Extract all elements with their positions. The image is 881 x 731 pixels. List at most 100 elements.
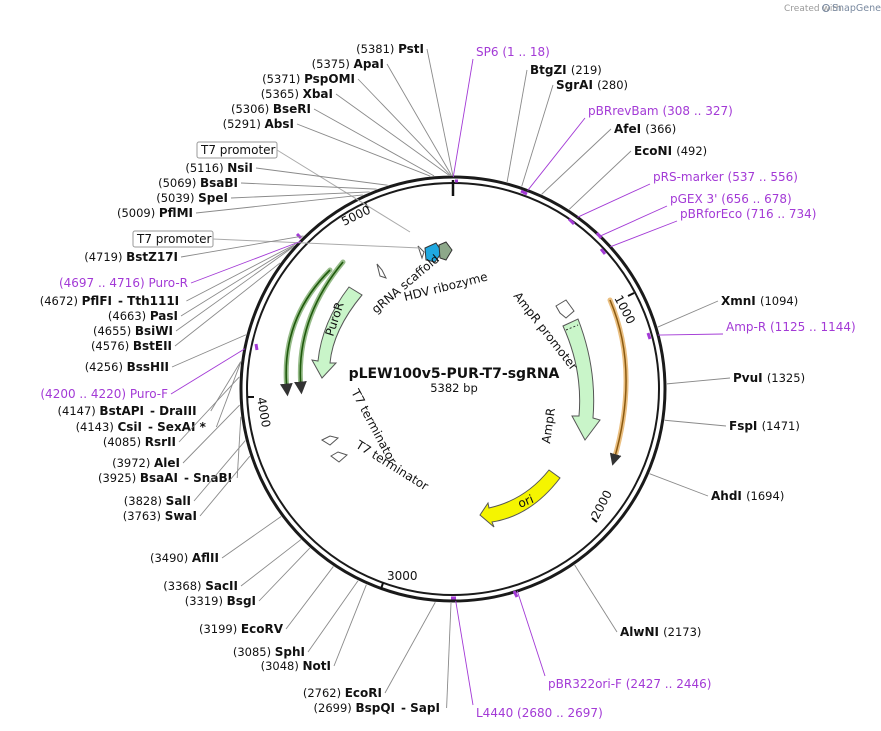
tick-label-3000: 3000 <box>387 569 418 583</box>
enzyme-site-pspomi[interactable]: (5371) PspOMI <box>262 72 451 176</box>
primer-amp-r[interactable]: Amp-R (1125 .. 1144) <box>658 320 856 336</box>
enzyme-site-rsrii[interactable]: (4085) RsrII <box>103 376 240 449</box>
primer-name: pBRrevBam <box>588 104 662 118</box>
enzyme-site-leader <box>506 69 528 183</box>
enzyme-site-afei[interactable]: AfeI (366) <box>541 122 677 195</box>
enzyme-site-bsaai[interactable]: (3925) BsaAI- SnaBI <box>98 416 242 485</box>
enzyme-site-label: (5371) PspOMI <box>262 72 355 86</box>
enzyme-site-alei[interactable]: (3972) AleI <box>112 404 240 470</box>
enzyme-site-leader <box>258 547 311 602</box>
enzyme-site-name: AlwNI <box>620 625 663 639</box>
puror-arrow <box>311 286 363 379</box>
orf-arc-puro-2 <box>279 269 331 397</box>
ampr-promoter-arrow <box>555 299 575 319</box>
enzyme-site-aflii[interactable]: (3490) AflII <box>150 516 282 565</box>
enzyme-site-bstz17i[interactable]: (4719) BstZ17I <box>84 235 304 264</box>
orf-arcs <box>279 259 629 466</box>
primer-prs-marker[interactable]: pRS-marker (537 .. 556) <box>577 170 798 218</box>
enzyme-site-pasi[interactable]: (4663) PasI <box>108 245 294 323</box>
enzyme-site-absi[interactable]: (5291) AbsI <box>223 117 431 177</box>
enzyme-site-extra: - SexAI * <box>148 420 207 434</box>
enzyme-site-bsiwi[interactable]: (4655) BsiWI <box>93 247 293 338</box>
enzyme-site-name: SpeI <box>198 191 228 205</box>
enzyme-site-leader <box>182 404 240 464</box>
enzyme-site-sacii[interactable]: (3368) SacII <box>163 539 302 593</box>
primer-label: pBRforEco (716 .. 734) <box>680 207 816 221</box>
credit-text: Created with <box>784 4 842 14</box>
enzyme-site-name: SgrAI <box>556 78 597 92</box>
enzyme-site-label: (3085) SphI <box>233 645 305 659</box>
ori-arrow <box>479 469 561 528</box>
enzyme-site-name: BstAPI <box>99 404 144 418</box>
enzyme-site-spei[interactable]: (5039) SpeI <box>156 191 370 205</box>
primer-pbrrevbam[interactable]: pBRrevBam (308 .. 327) <box>527 104 733 191</box>
enzyme-site-name: SacII <box>205 579 238 593</box>
enzyme-site-bseri[interactable]: (5306) BseRI <box>231 102 435 177</box>
enzyme-site-fspi[interactable]: FspI (1471) <box>664 419 800 433</box>
primer-sp6[interactable]: SP6 (1 .. 18) <box>452 45 550 178</box>
enzyme-site-xmni[interactable]: XmnI (1094) <box>657 294 798 328</box>
enzyme-site-ecorv[interactable]: (3199) EcoRV <box>199 566 334 636</box>
enzyme-site-name: BsaAI <box>140 471 178 485</box>
enzyme-site-label: (4663) PasI <box>108 309 178 323</box>
enzyme-site-leader <box>664 419 727 427</box>
enzyme-site-position: (5291) <box>223 117 265 131</box>
primer-range: (2680 .. 2697) <box>517 706 603 720</box>
enzyme-site-leader <box>240 182 377 190</box>
enzyme-site-position: (3828) <box>124 494 166 508</box>
enzyme-site-csii[interactable]: (4143) CsiI- SexAI * <box>76 362 242 434</box>
enzyme-site-sphi[interactable]: (3085) SphI <box>233 580 359 659</box>
primer-puro-r[interactable]: (4697 .. 4716) Puro-R <box>59 240 302 290</box>
snapgene-logo-icon <box>822 4 830 12</box>
enzyme-site-name: BtgZI <box>530 63 571 77</box>
enzyme-site-bsabi[interactable]: (5069) BsaBI <box>158 176 377 190</box>
credit-brand: SnapGene <box>832 3 881 14</box>
primer-pgex-3[interactable]: pGEX 3' (656 .. 678) <box>599 192 792 237</box>
enzyme-site-ahdi[interactable]: AhdI (1694) <box>649 473 785 503</box>
primer-l4440[interactable]: L4440 (2680 .. 2697) <box>455 600 603 720</box>
enzyme-site-bstapi[interactable]: (4147) BstAPI- DraIII <box>58 361 242 418</box>
enzyme-site-position: (4085) <box>103 435 145 449</box>
enzyme-site-bsgi[interactable]: (3319) BsgI <box>185 547 311 608</box>
enzyme-site-noti[interactable]: (3048) NotI <box>261 584 367 673</box>
enzyme-site-name: PasI <box>150 309 178 323</box>
boxed-labels: T7 promoter T7 promoter <box>132 141 421 249</box>
enzyme-site-name: AbsI <box>265 117 294 131</box>
enzyme-site-label: (3925) BsaAI <box>98 471 178 485</box>
enzyme-site-pvui[interactable]: PvuI (1325) <box>666 371 805 385</box>
enzyme-site-name: PflMI <box>159 206 193 220</box>
snapgene-credit: Created with SnapGene <box>784 3 881 14</box>
enzyme-site-nsii[interactable]: (5116) NsiI <box>185 161 388 186</box>
enzyme-site-name: BsgI <box>227 594 256 608</box>
enzyme-site-swai[interactable]: (3763) SwaI <box>123 455 251 523</box>
enzyme-site-alwni[interactable]: AlwNI (2173) <box>574 564 702 639</box>
enzyme-site-sali[interactable]: (3828) SalI <box>124 440 246 508</box>
primer-leader <box>658 333 724 336</box>
enzyme-site-name: AfeI <box>614 122 645 136</box>
enzyme-site-bspqi[interactable]: (2699) BspQI- SapI <box>314 602 452 715</box>
enzyme-site-bsteii[interactable]: (4576) BstEII <box>91 262 281 353</box>
enzyme-site-pflmi[interactable]: (5009) PflMI <box>117 194 363 220</box>
primer-range: (656 .. 678) <box>721 192 791 206</box>
enzyme-site-label: (5039) SpeI <box>156 191 228 205</box>
enzyme-site-ecori[interactable]: (2762) EcoRI <box>303 602 436 700</box>
primer-pbr322ori-f[interactable]: pBR322ori-F (2427 .. 2446) <box>516 590 711 691</box>
enzyme-site-label: (3972) AleI <box>112 456 180 470</box>
enzyme-site-pflfi[interactable]: (4672) PflFI- Tth111I <box>40 244 296 308</box>
enzyme-site-bsshii[interactable]: (4256) BssHII <box>85 334 247 374</box>
primer-mark-pbrrevbam <box>520 189 528 196</box>
enzyme-site-label: SgrAI (280) <box>556 78 628 92</box>
primer-pbrforeco[interactable]: pBRforEco (716 .. 734) <box>610 207 816 248</box>
enzyme-site-econi[interactable]: EcoNI (492) <box>568 144 707 210</box>
enzyme-site-psti[interactable]: (5381) PstI <box>356 42 454 176</box>
enzyme-site-xbai[interactable]: (5365) XbaI <box>261 87 450 176</box>
primer-puro-f[interactable]: (4200 .. 4220) Puro-F <box>40 348 246 401</box>
scale-ticks: 1000 2000 3000 4000 5000 <box>248 180 638 590</box>
hdv-ribozyme-arrow <box>438 241 453 261</box>
enzyme-site-position: (4256) <box>85 360 127 374</box>
enzyme-site-position: (5069) <box>158 176 200 190</box>
enzyme-site-label: (5009) PflMI <box>117 206 193 220</box>
enzyme-site-btgzi[interactable]: BtgZI (219) <box>506 63 602 183</box>
enzyme-site-apai[interactable]: (5375) ApaI <box>312 57 452 176</box>
enzyme-site-sgrai[interactable]: SgrAI (280) <box>521 78 628 187</box>
